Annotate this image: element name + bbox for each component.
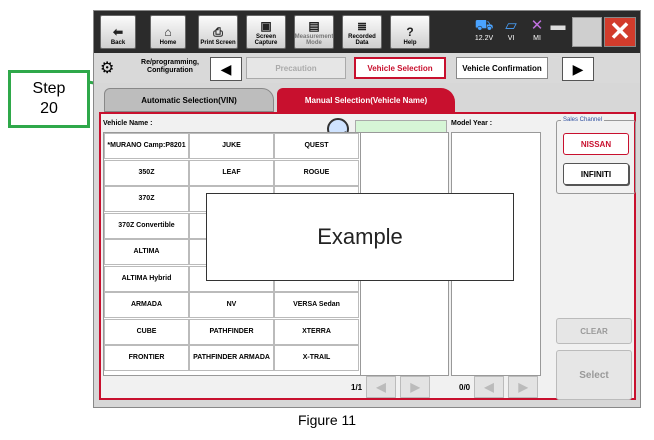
vehicle-name-cell[interactable]: NV: [189, 292, 274, 318]
vehicle-page-indicator: 1/1: [351, 382, 363, 392]
tab-manual-selection[interactable]: Manual Selection(Vehicle Name): [277, 88, 455, 112]
close-button[interactable]: ✕: [604, 17, 636, 47]
vehicle-pager: 1/1 ◀ ▶: [351, 376, 431, 398]
vehicle-name-header: Vehicle Name :: [103, 120, 153, 127]
triangle-left-icon: ◀: [220, 60, 232, 77]
vehicle-name-cell[interactable]: JUKE: [189, 133, 274, 159]
reprogramming-label: Re/programming, Configuration: [141, 59, 199, 74]
step-word: Step: [32, 80, 66, 97]
camera-icon: ▣: [260, 19, 272, 33]
model-year-page-indicator: 0/0: [459, 382, 471, 392]
sales-channel-infiniti-button[interactable]: INFINITI: [563, 163, 629, 185]
screen-capture-button[interactable]: ▣ Screen Capture: [246, 15, 286, 49]
model-year-prev-page-button[interactable]: ◀: [474, 376, 505, 398]
mi-disconnected-icon: ✕: [530, 17, 544, 34]
battery-status: ⛟ 12.2V: [470, 17, 498, 43]
vehicle-name-cell[interactable]: FRONTIER: [104, 345, 189, 371]
sales-channel-group: Sales Channel NISSAN INFINITI: [556, 117, 636, 194]
vehicle-name-cell[interactable]: LEAF: [189, 159, 274, 186]
signal-status: ▬: [550, 17, 566, 35]
reprogramming-icon: ⚙: [100, 60, 115, 77]
sales-channel-label: Sales Channel: [561, 117, 605, 123]
printer-icon: ⎙: [213, 25, 223, 39]
vehicle-name-cell[interactable]: *MURANO Camp:P8201: [104, 133, 189, 159]
triangle-right-icon: ▶: [572, 60, 584, 77]
vehicle-name-cell[interactable]: PATHFINDER: [189, 318, 274, 345]
recorded-data-button[interactable]: ≣ Recorded Data: [342, 15, 382, 49]
step-number: 20: [40, 100, 58, 117]
vehicle-name-cell[interactable]: 350Z: [104, 159, 189, 186]
vehicle-name-cell[interactable]: ARMADA: [104, 292, 189, 318]
select-button[interactable]: Select: [556, 350, 632, 400]
mi-status: ✕ MI: [526, 17, 548, 43]
vehicle-name-cell[interactable]: XTERRA: [274, 318, 359, 345]
model-year-pager: 0/0 ◀ ▶: [459, 376, 539, 398]
vehicle-next-page-button[interactable]: ▶: [400, 376, 431, 398]
recorded-data-icon: ≣: [356, 19, 368, 33]
vehicle-prev-page-button[interactable]: ◀: [366, 376, 397, 398]
model-year-next-page-button[interactable]: ▶: [508, 376, 539, 398]
model-year-header: Model Year :: [451, 120, 493, 127]
step-vehicle-confirmation: Vehicle Confirmation: [456, 57, 548, 79]
measurement-mode-button[interactable]: ▤ Measurement Mode: [294, 15, 334, 49]
vehicle-name-cell[interactable]: ALTIMA: [104, 239, 189, 265]
navigation-row: ⚙ Re/programming, Configuration ◀ Precau…: [94, 53, 640, 83]
back-button[interactable]: ⬅ Back: [100, 15, 136, 49]
vehicle-name-cell[interactable]: PATHFINDER ARMADA: [189, 345, 274, 371]
example-overlay: Example: [206, 193, 514, 281]
vehicle-name-cell[interactable]: QUEST: [274, 133, 359, 159]
nav-back-button[interactable]: ◀: [210, 57, 242, 81]
vehicle-name-cell[interactable]: VERSA Sedan: [274, 292, 359, 318]
vehicle-name-cell[interactable]: ROGUE: [274, 159, 359, 186]
vehicle-name-cell[interactable]: X-TRAIL: [274, 345, 359, 371]
gauge-icon: ▤: [308, 19, 320, 33]
vi-status: ▱ VI: [500, 17, 522, 43]
top-toolbar: ⬅ Back ⌂ Home ⎙ Print Screen ▣ Screen Ca…: [94, 11, 640, 53]
vehicle-name-cell[interactable]: ALTIMA Hybrid: [104, 265, 189, 292]
back-arrow-icon: ⬅: [112, 25, 124, 39]
help-icon: ?: [406, 25, 414, 39]
vehicle-name-cell[interactable]: 370Z Convertible: [104, 212, 189, 239]
print-screen-button[interactable]: ⎙ Print Screen: [198, 15, 238, 49]
close-icon: ✕: [609, 16, 631, 46]
home-button[interactable]: ⌂ Home: [150, 15, 186, 49]
vi-connection-icon: ▱: [505, 17, 517, 34]
consult-app-window: ⬅ Back ⌂ Home ⎙ Print Screen ▣ Screen Ca…: [93, 10, 641, 408]
step-precaution: Precaution: [246, 57, 346, 79]
car-icon: ⛟: [474, 17, 494, 34]
minimize-button[interactable]: [572, 17, 602, 47]
clear-button[interactable]: CLEAR: [556, 318, 632, 344]
signal-icon: ▬: [550, 17, 566, 34]
vehicle-name-cell[interactable]: CUBE: [104, 318, 189, 345]
vehicle-name-cell[interactable]: 370Z: [104, 186, 189, 212]
step-callout: Step 20: [8, 70, 90, 128]
step-vehicle-selection: Vehicle Selection: [354, 57, 446, 79]
sales-channel-nissan-button[interactable]: NISSAN: [563, 133, 629, 155]
tab-automatic-selection[interactable]: Automatic Selection(VIN): [104, 88, 274, 112]
home-icon: ⌂: [164, 25, 172, 39]
figure-caption: Figure 11: [297, 412, 357, 428]
help-button[interactable]: ? Help: [390, 15, 430, 49]
nav-next-button[interactable]: ▶: [562, 57, 594, 81]
